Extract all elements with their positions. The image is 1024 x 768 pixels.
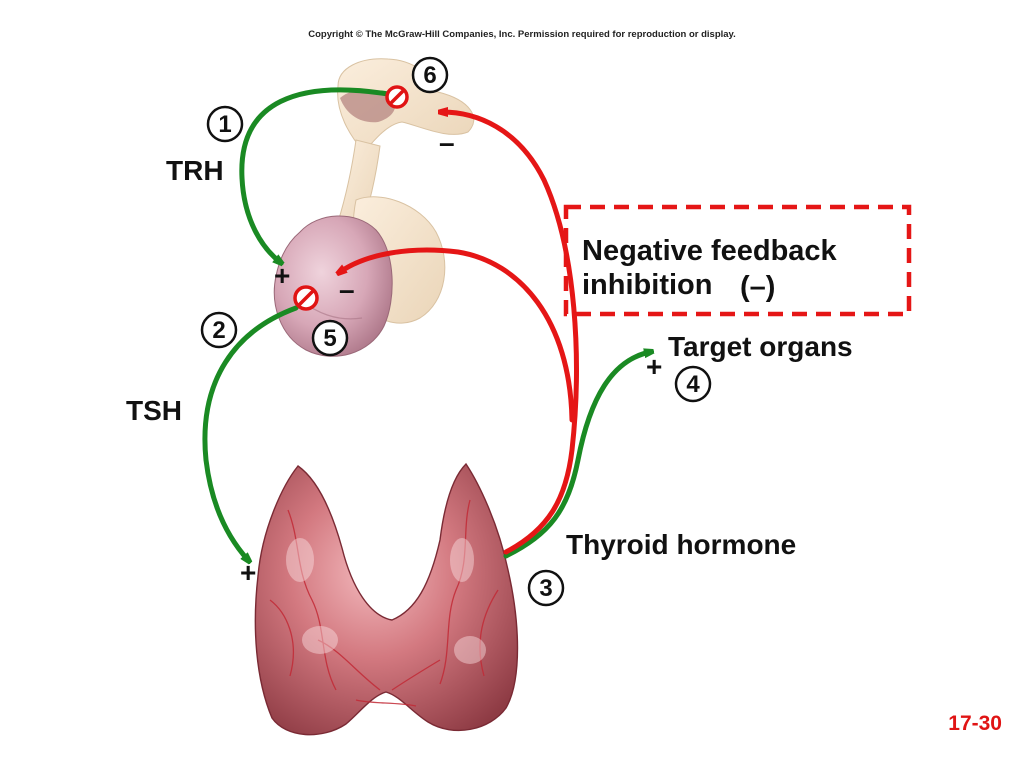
tsh-label: TSH	[126, 395, 182, 426]
hypothalamus-pituitary-illustration	[273, 58, 475, 357]
tsh-arrow	[202, 305, 299, 560]
minus-sign-pituitary: –	[339, 274, 355, 305]
step-number: 2	[212, 317, 225, 344]
step-4: 4	[674, 365, 712, 403]
step-3: 3	[527, 569, 565, 607]
thyroid-hormone-to-target-arrow	[503, 352, 650, 559]
feedback-label-line2: inhibition	[582, 269, 712, 301]
trh-label: TRH	[166, 155, 224, 186]
feedback-arrow-to-hypothalamus	[442, 112, 579, 555]
slide-number: 17-30	[948, 712, 1002, 735]
step-number: 5	[323, 325, 336, 352]
negative-feedback-box	[563, 204, 912, 317]
plus-sign-target: +	[646, 351, 662, 382]
negative-feedback-arrows	[340, 112, 579, 555]
step-6: 6	[411, 56, 449, 94]
thyroid-hormone-label: Thyroid hormone	[566, 529, 796, 560]
step-1: 1	[206, 105, 244, 143]
copyright-notice: Copyright © The McGraw-Hill Companies, I…	[308, 29, 736, 40]
trh-arrow	[239, 87, 391, 262]
target-organs-label: Target organs	[668, 331, 853, 362]
inhibition-circle-icon	[385, 85, 409, 109]
step-5: 5	[311, 319, 349, 357]
stimulation-arrows	[202, 87, 650, 560]
step-number: 6	[423, 62, 436, 89]
feedback-label-line1: Negative feedback	[582, 235, 838, 267]
plus-sign-thyroid: +	[240, 557, 256, 588]
pituitary-illustration	[273, 215, 393, 357]
thyroid-gland-illustration	[254, 462, 519, 736]
step-2: 2	[200, 311, 238, 349]
feedback-arrow-to-pituitary	[340, 247, 575, 423]
step-number: 3	[539, 575, 552, 602]
inhibition-circle-icon	[293, 285, 319, 311]
minus-sign-hypothalamus: –	[439, 127, 455, 158]
feedback-symbol: (–)	[740, 271, 775, 303]
plus-sign-pituitary: +	[274, 260, 290, 291]
step-number: 1	[218, 111, 231, 138]
step-number: 4	[686, 371, 700, 398]
